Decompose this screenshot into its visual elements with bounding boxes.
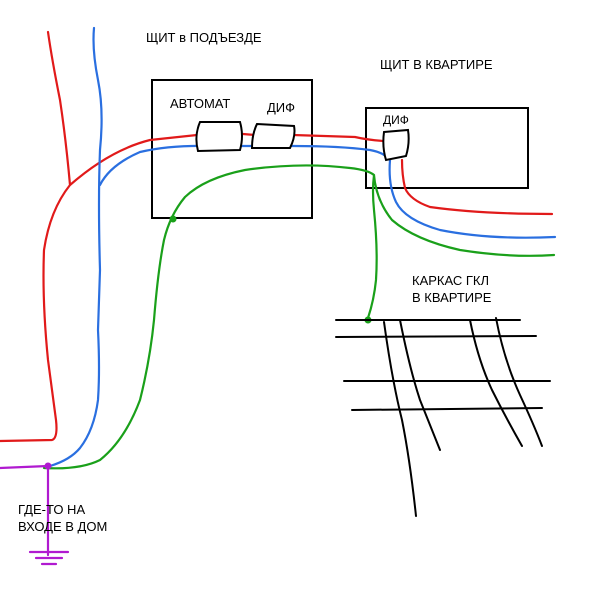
breaker-label: АВТОМАТ [170,96,231,111]
entry-junction-dot [44,462,52,470]
rcd-entrance-label: ДИФ [267,100,296,115]
apartment-panel-box [365,107,529,189]
ground-panel-dot [169,215,177,223]
phase-wire [0,30,554,443]
breaker-block [195,121,243,153]
rcd-entrance-block [250,122,296,149]
drywall-frame [335,317,551,517]
entry-label-line2: ВХОДЕ В ДОМ [18,519,108,534]
entry-label-line1: ГДЕ-ТО НА [18,502,86,517]
frame-label-line2: В КВАРТИРЕ [412,290,492,305]
frame-label-line1: КАРКАС ГКЛ [412,273,490,288]
apartment-panel-label: ЩИТ В КВАРТИРЕ [380,57,493,72]
neutral-wire [48,26,557,468]
rcd-apartment-block [382,128,410,162]
pen-wire [0,464,70,566]
rcd-apartment-label: ДИФ [383,113,409,127]
entrance-panel-label: ЩИТ в ПОДЪЕЗДЕ [146,30,262,45]
ground-wire [42,164,556,470]
